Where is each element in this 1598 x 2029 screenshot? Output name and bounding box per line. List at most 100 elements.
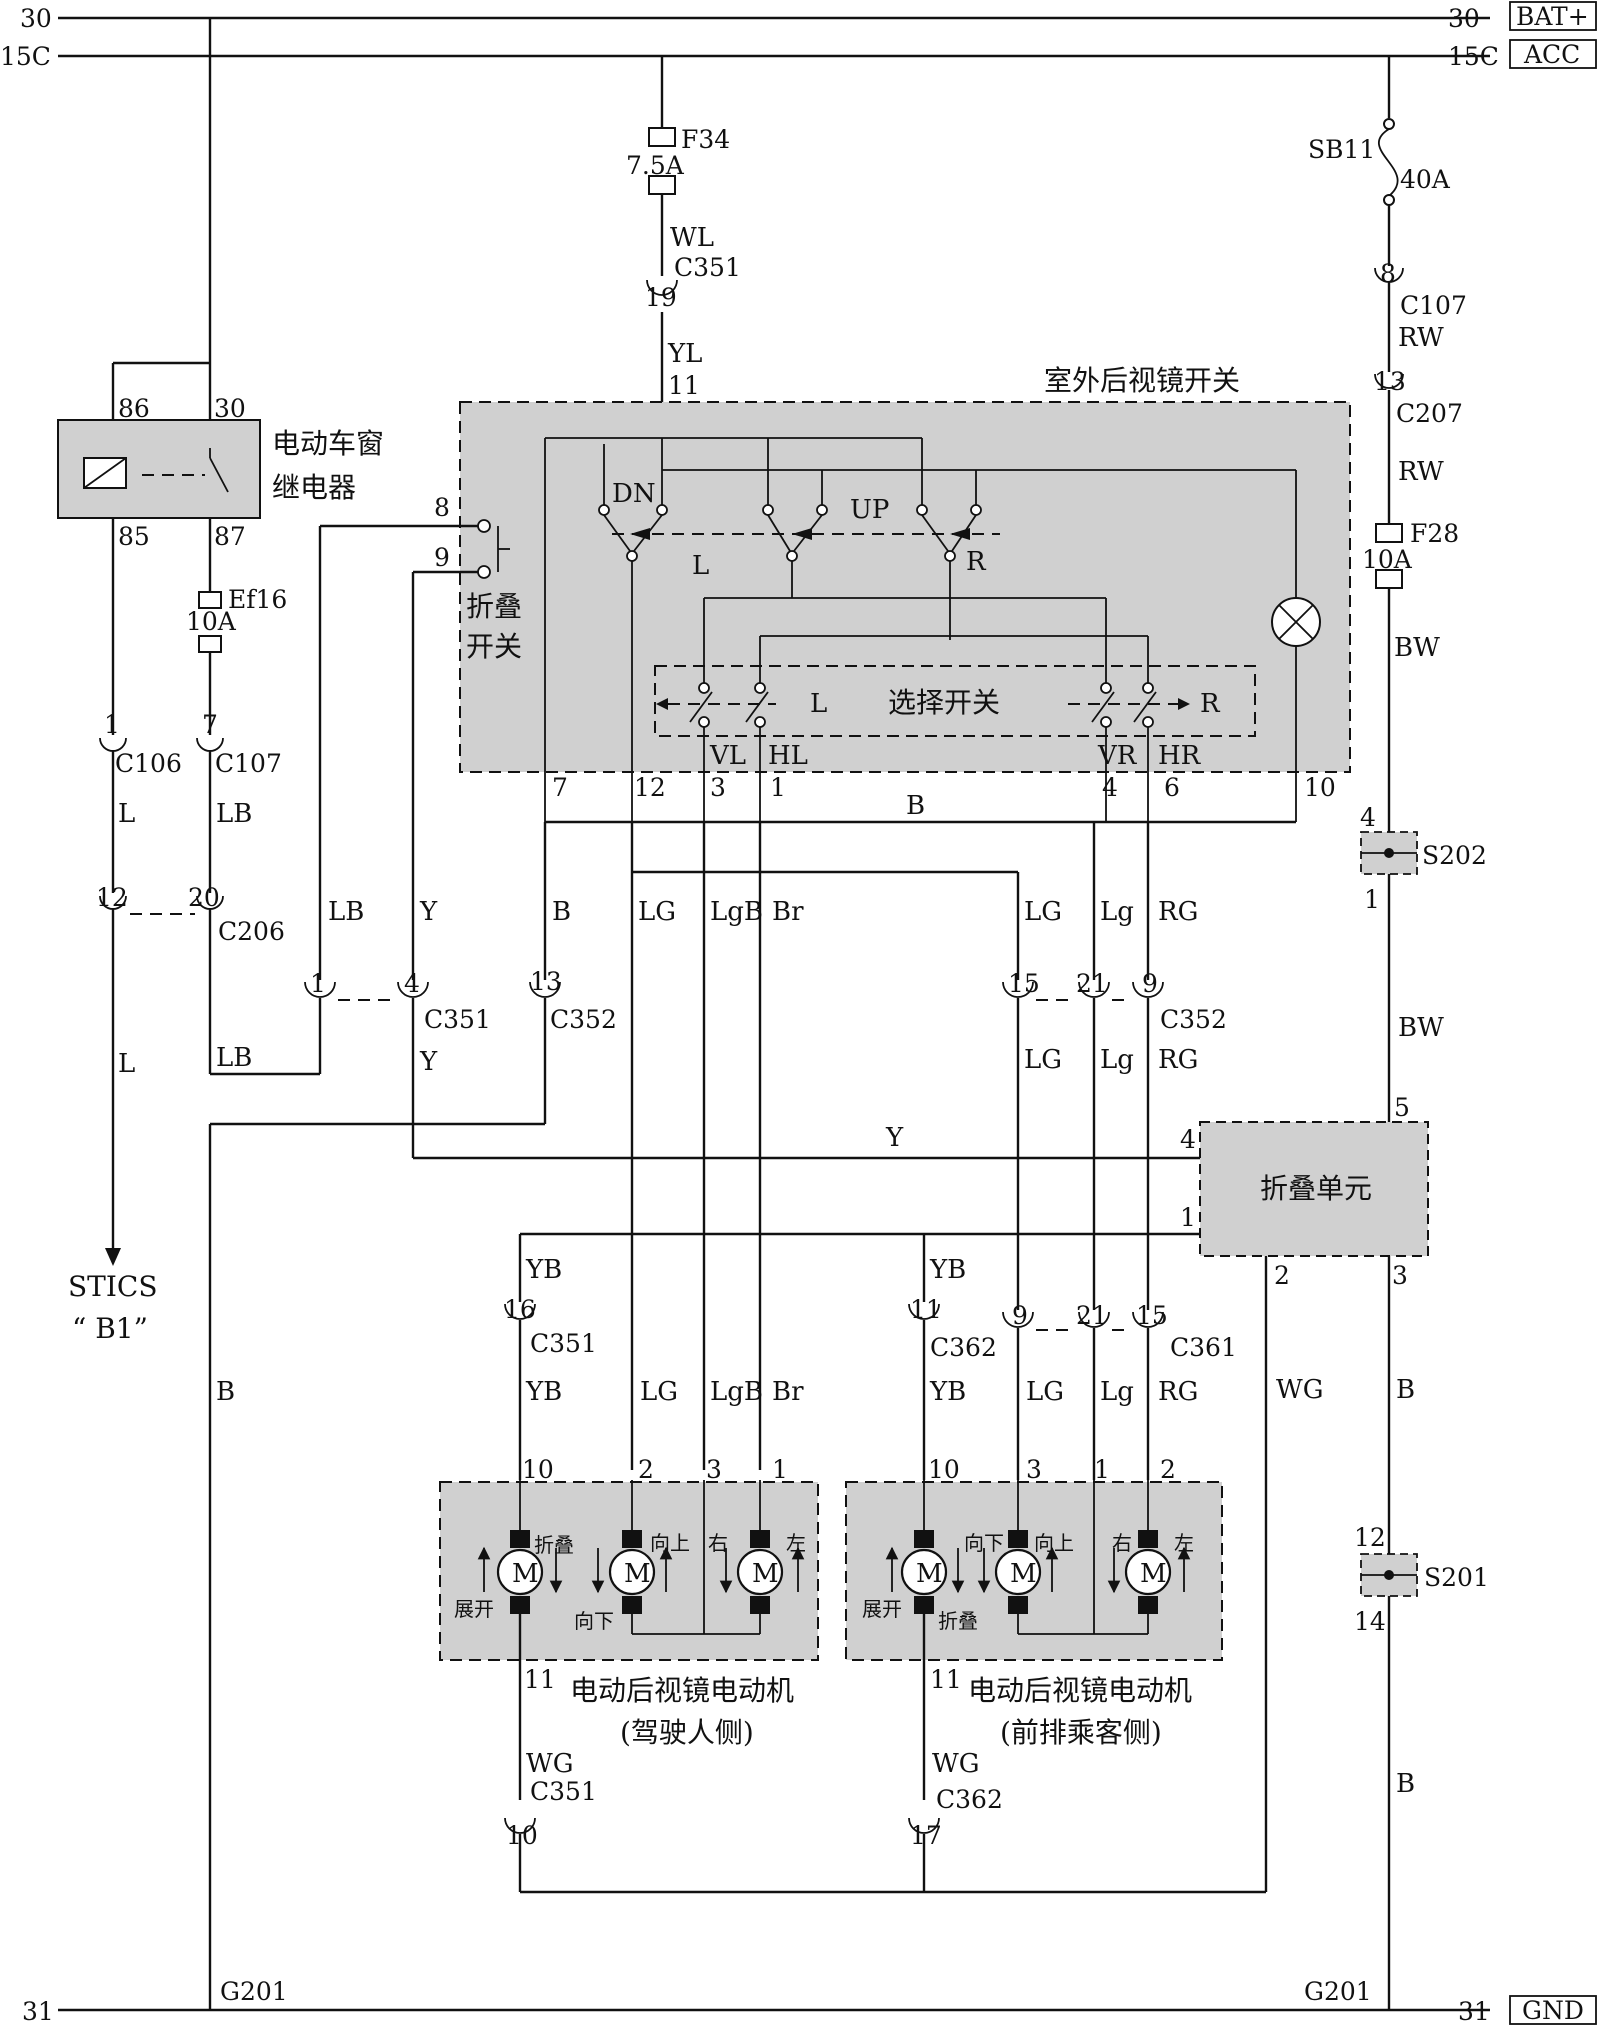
motor-m-2: M xyxy=(624,1559,651,1589)
wire-lg-small-2: Lg xyxy=(1100,1045,1134,1075)
passenger-unfold: 展开 xyxy=(862,1597,902,1621)
relay-pin-30: 30 xyxy=(214,394,246,423)
fold-unit-pin-5: 5 xyxy=(1394,1093,1410,1122)
wire-wg-2: WG xyxy=(526,1749,574,1779)
passenger-down: 向下 xyxy=(964,1531,1004,1555)
wire-yb-3: YB xyxy=(525,1377,562,1407)
fuse-sb11-name: SB11 xyxy=(1308,135,1375,164)
conn-c352-13-name: C352 xyxy=(550,1005,617,1034)
rail-acc-tag: ACC xyxy=(1523,40,1580,69)
select-l: L xyxy=(810,689,827,719)
driver-pin-3: 3 xyxy=(706,1455,722,1484)
wire-rg-2: RG xyxy=(1158,1045,1198,1075)
driver-pin-1: 1 xyxy=(772,1455,788,1484)
wire-b-bus: B xyxy=(906,791,925,821)
splice-s202: S202 xyxy=(1422,841,1487,870)
rail-gnd-tag: GND xyxy=(1522,1996,1584,2025)
driver-left: 左 xyxy=(786,1531,806,1555)
f34-feed: F34 7.5A WL C351 19 YL 11 xyxy=(626,56,741,476)
s201-top-pin: 12 xyxy=(1354,1523,1386,1552)
fuse-f28-name: F28 xyxy=(1410,519,1459,548)
fuse-ef16-rating: 10A xyxy=(186,607,237,636)
wire-lg-5: LG xyxy=(1026,1377,1064,1407)
switch-pin-4: 4 xyxy=(1102,773,1118,802)
conn-c351-10-pin: 10 xyxy=(506,1821,538,1850)
conn-c361-a: 9 xyxy=(1012,1301,1028,1330)
conn-c352-a: 15 xyxy=(1008,969,1040,998)
relay-title-2: 继电器 xyxy=(272,471,356,504)
conn-c362-17-name: C362 xyxy=(936,1785,1003,1814)
wire-l-top: L xyxy=(118,799,135,829)
switch-up: UP xyxy=(850,495,889,525)
stics-label-2: “ B1” xyxy=(72,1312,148,1345)
wire-rw-1: RW xyxy=(1398,323,1444,353)
conn-c206-a: 12 xyxy=(96,883,128,912)
driver-fold: 折叠 xyxy=(534,1533,574,1557)
conn-c362-11-pin: 11 xyxy=(910,1295,942,1324)
conn-c352-name: C352 xyxy=(1160,1005,1227,1034)
conn-c351-19-pin: 19 xyxy=(645,283,677,312)
wire-lg-2: LG xyxy=(1024,897,1062,927)
switch-pin-3: 3 xyxy=(710,773,726,802)
conn-c207-13-name: C207 xyxy=(1396,399,1463,428)
conn-c351-a: 1 xyxy=(310,969,326,998)
wire-lg-small: Lg xyxy=(1100,897,1134,927)
conn-c361-b: 21 xyxy=(1076,1301,1108,1330)
conn-c361-c: 15 xyxy=(1136,1301,1168,1330)
label-hl: HL xyxy=(768,741,808,771)
switch-l: L xyxy=(692,551,709,581)
motor-ground-return: WG C351 10 WG C362 17 xyxy=(504,1749,1003,1892)
wire-bw-1: BW xyxy=(1394,633,1440,663)
wire-b-mid: B xyxy=(552,897,571,927)
relay-pin-85: 85 xyxy=(118,522,150,551)
fold-switch-wires: LB Y 1 4 C351 Y Y xyxy=(304,524,1200,1160)
relay-pin-86: 86 xyxy=(118,394,150,423)
select-r: R xyxy=(1200,689,1221,719)
conn-c351-16-name: C351 xyxy=(530,1329,597,1358)
passenger-motor-title-1: 电动后视镜电动机 xyxy=(968,1674,1192,1707)
wire-b-right-2: B xyxy=(1396,1769,1415,1799)
motor-m-4: M xyxy=(916,1559,943,1589)
rail-bat-left: 30 xyxy=(20,4,52,33)
switch-r: R xyxy=(966,547,987,577)
rail-gnd-right: 31 xyxy=(1458,1997,1490,2026)
rail-bat-tag: BAT+ xyxy=(1516,2,1589,31)
wire-yb-4: YB xyxy=(929,1377,966,1407)
wire-lb-mid: LB xyxy=(328,897,364,927)
conn-c362-11-name: C362 xyxy=(930,1333,997,1362)
passenger-motor-title-2: (前排乘客侧) xyxy=(1000,1716,1162,1749)
switch-dn: DN xyxy=(612,479,656,509)
fold-unit-title: 折叠单元 xyxy=(1260,1172,1372,1205)
left-connectors: 1 7 C106 C107 L LB 12 20 C206 L LB STICS… xyxy=(68,710,320,1345)
label-hr: HR xyxy=(1158,741,1202,771)
select-switch-label: 选择开关 xyxy=(888,686,1000,719)
fuse-f28-rating: 10A xyxy=(1362,545,1413,574)
wire-y-mid: Y xyxy=(419,897,438,927)
wire-lb-bot: LB xyxy=(216,1043,252,1073)
motor-m-5: M xyxy=(1010,1559,1037,1589)
switch-bus: B B 13 C352 B G201 xyxy=(208,791,1296,2010)
stics-label-1: STICS xyxy=(68,1270,158,1303)
passenger-up: 向上 xyxy=(1034,1531,1074,1555)
conn-c361-name: C361 xyxy=(1170,1333,1237,1362)
fuse-ef16-name: Ef16 xyxy=(228,585,287,614)
right-feed: SB11 40A 8 C107 RW 13 C207 RW F28 10A BW… xyxy=(1304,56,1489,2010)
wire-rg-3: RG xyxy=(1158,1377,1198,1407)
rail-acc-right: 15C xyxy=(1448,42,1499,71)
driver-down: 向下 xyxy=(574,1609,614,1633)
wire-yl: YL xyxy=(667,339,702,369)
driver-right: 右 xyxy=(708,1531,728,1555)
fold-unit-pin-1: 1 xyxy=(1180,1203,1196,1232)
wire-wg-3: WG xyxy=(932,1749,980,1779)
driver-motor-title-2: (驾驶人侧) xyxy=(620,1716,754,1749)
conn-c106-pin: 1 xyxy=(104,710,120,739)
motor-m-1: M xyxy=(512,1559,539,1589)
wire-y-long: Y xyxy=(885,1123,904,1153)
rail-gnd-left: 31 xyxy=(22,1997,54,2026)
motor-m-3: M xyxy=(752,1559,779,1589)
passenger-pin-2: 2 xyxy=(1160,1455,1176,1484)
s202-top-pin: 4 xyxy=(1360,803,1376,832)
passenger-pin-3: 3 xyxy=(1026,1455,1042,1484)
conn-c362-17-pin: 17 xyxy=(910,1821,942,1850)
